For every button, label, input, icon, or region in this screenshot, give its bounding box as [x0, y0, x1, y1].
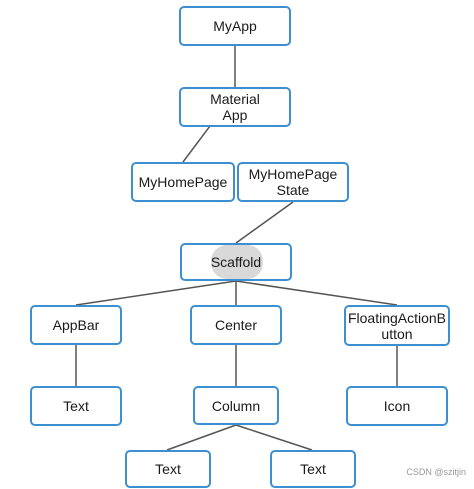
node-floating-action-button: FloatingActionB utton — [344, 305, 450, 346]
node-column-text-left: Text — [125, 450, 211, 488]
node-myhomepage-state: MyHomePage State — [237, 162, 349, 202]
node-myhomepage: MyHomePage — [131, 162, 235, 202]
scaffold-highlight — [211, 245, 263, 279]
watermark: CSDN @szitjin — [406, 467, 466, 477]
node-scaffold-label: Scaffold — [210, 254, 262, 270]
edge-scaffold-fab — [235, 280, 398, 306]
node-column: Column — [193, 386, 279, 425]
node-appbar-text: Text — [30, 386, 122, 426]
node-center: Center — [190, 305, 282, 345]
node-scaffold: Scaffold — [180, 243, 292, 281]
edge-scaffold-appbar — [75, 280, 237, 306]
edge-materialapp-myhomepage — [182, 125, 211, 163]
node-material-app: Material App — [179, 87, 291, 127]
node-column-text-right: Text — [270, 450, 356, 488]
edge-column-text-left — [166, 424, 237, 451]
node-icon: Icon — [346, 386, 448, 426]
edge-myhomepagestate-scaffold — [235, 201, 294, 244]
node-appbar: AppBar — [30, 305, 122, 345]
edge-column-text-right — [235, 424, 313, 451]
node-myapp: MyApp — [179, 6, 291, 46]
